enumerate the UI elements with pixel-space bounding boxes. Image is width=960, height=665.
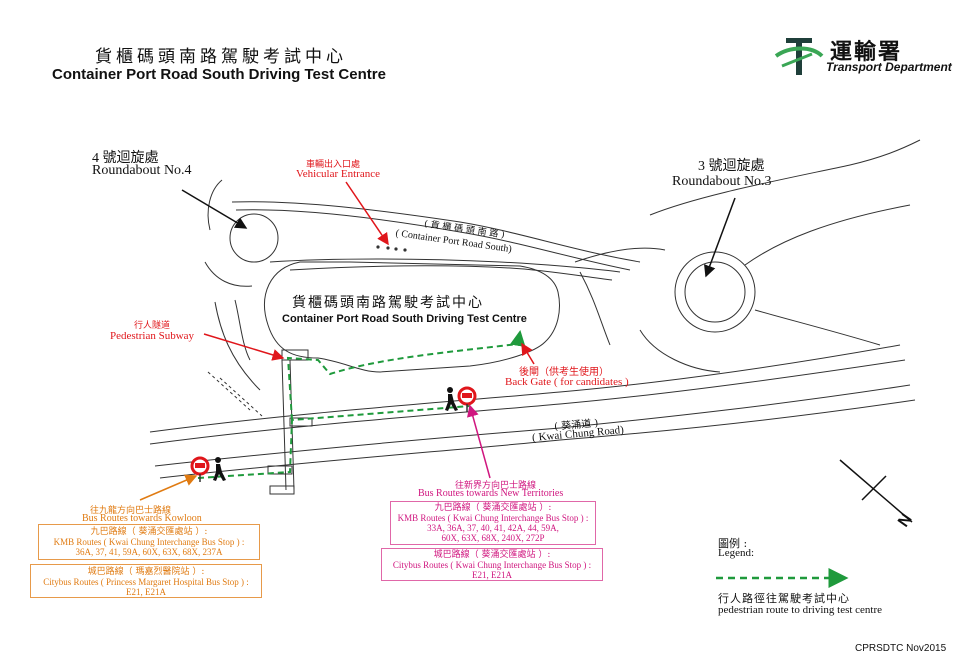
test-centre-label-en: Container Port Road South Driving Test C… xyxy=(282,313,527,325)
north-arrow-icon xyxy=(839,459,913,523)
legend-title-en: Legend: xyxy=(718,547,755,559)
bus-nt-citybus-box: 城巴路線（ 葵涌交匯處站 ）: Citybus Routes ( Kwai Ch… xyxy=(381,548,603,581)
back-gate-label-cn: 後閘（供考生使用） xyxy=(519,367,609,378)
vehicular-entrance-markers xyxy=(376,245,407,252)
vehicular-entrance-label-cn: 車輛出入口處 xyxy=(306,160,361,170)
bus-kowloon-citybus-title-en: Citybus Routes ( Princess Margaret Hospi… xyxy=(43,577,249,587)
vehicular-entrance-arrow xyxy=(345,181,389,246)
roundabout-4-label-en: Roundabout No.4 xyxy=(92,163,192,178)
bus-kowloon-kmb-box: 九巴路線（ 葵涌交匯處站 ）: KMB Routes ( Kwai Chung … xyxy=(38,524,260,560)
bus-nt-kmb-title-en: KMB Routes ( Kwai Chung Interchange Bus … xyxy=(397,513,589,523)
legend-title-cn: 圖例 : xyxy=(718,537,748,550)
bus-kowloon-arrow xyxy=(139,474,198,501)
test-centre-compound-shape xyxy=(264,261,560,373)
back-gate-arrow xyxy=(521,342,535,365)
bus-stop-sign-nt xyxy=(457,386,477,412)
pedestrian-icon-nt xyxy=(445,387,458,411)
legend-route-label-cn: 行人路徑往駕駛考試中心 xyxy=(718,592,850,605)
page-title-en: Container Port Road South Driving Test C… xyxy=(52,66,386,83)
bus-stop-sign-kowloon xyxy=(190,456,210,482)
subway-structure xyxy=(207,349,313,495)
roundabout-3-label-cn: 3 號迴旋處 xyxy=(698,159,765,174)
bus-kowloon-citybus-title-cn: 城巴路線（ 瑪嘉烈醫院站 ）: xyxy=(87,567,205,577)
test-centre-label-cn: 貨櫃碼頭南路駕駛考試中心 xyxy=(292,295,484,311)
bus-nt-kmb-routes-2: 60X, 63X, 68X, 240X, 272P xyxy=(441,533,545,543)
bus-kowloon-kmb-title-cn: 九巴路線（ 葵涌交匯處站 ）: xyxy=(90,527,208,537)
roundabout-4-label-cn: 4 號迴旋處 xyxy=(92,151,159,166)
bus-nt-title-cn: 往新界方向巴士路線 xyxy=(455,481,537,491)
roundabout-4-arrow xyxy=(181,189,248,229)
bus-kowloon-title-cn: 往九龍方向巴士路線 xyxy=(90,506,172,516)
logo-name-en: Transport Department xyxy=(826,60,952,74)
legend-route-label-en: pedestrian route to driving test centre xyxy=(718,604,883,616)
roundabout-3-arrow xyxy=(704,197,736,278)
pedestrian-subway-label-en: Pedestrian Subway xyxy=(110,330,195,342)
pedestrian-route-path xyxy=(197,332,520,479)
pedestrian-subway-label-cn: 行人隧道 xyxy=(134,321,171,331)
bus-kowloon-citybus-routes: E21, E21A xyxy=(126,587,166,597)
roundabout-4-shape xyxy=(204,179,279,391)
bus-kowloon-kmb-routes: 36A, 37, 41, 59A, 60X, 63X, 68X, 237A xyxy=(75,547,223,557)
bus-nt-kmb-title-cn: 九巴路線（ 葵涌交匯處站 ）: xyxy=(434,503,552,513)
vehicular-entrance-label-en: Vehicular Entrance xyxy=(296,168,380,180)
bus-nt-kmb-routes-1: 33A, 36A, 37, 40, 41, 42A, 44, 59A, xyxy=(427,523,559,533)
container-port-road-shape xyxy=(231,201,641,281)
bus-nt-kmb-box: 九巴路線（ 葵涌交匯處站 ）: KMB Routes ( Kwai Chung … xyxy=(390,501,596,545)
bus-nt-title-en: Bus Routes towards New Territories xyxy=(418,488,564,499)
back-gate-label-en: Back Gate ( for candidates ) xyxy=(505,376,629,388)
transport-department-logo-icon xyxy=(774,38,824,75)
document-code: CPRSDTC Nov2015 xyxy=(855,643,947,654)
bus-kowloon-title-en: Bus Routes towards Kowloon xyxy=(82,513,202,524)
bus-nt-citybus-routes: E21, E21A xyxy=(472,570,512,580)
bus-nt-citybus-title-cn: 城巴路線（ 葵涌交匯處站 ）: xyxy=(433,550,551,560)
roundabout-3-label-en: Roundabout No.3 xyxy=(672,174,772,189)
bus-kowloon-citybus-box: 城巴路線（ 瑪嘉烈醫院站 ）: Citybus Routes ( Princes… xyxy=(30,564,262,598)
bus-kowloon-kmb-title-en: KMB Routes ( Kwai Chung Interchange Bus … xyxy=(53,537,245,547)
page-title-cn: 貨櫃碼頭南路駕駛考試中心 xyxy=(95,47,347,67)
pedestrian-subway-arrow xyxy=(203,333,285,361)
bus-nt-citybus-title-en: Citybus Routes ( Kwai Chung Interchange … xyxy=(392,560,592,570)
pedestrian-icon-kowloon xyxy=(213,457,226,481)
bus-nt-arrow xyxy=(467,404,491,479)
logo-name-cn: 運輸署 xyxy=(830,40,903,65)
